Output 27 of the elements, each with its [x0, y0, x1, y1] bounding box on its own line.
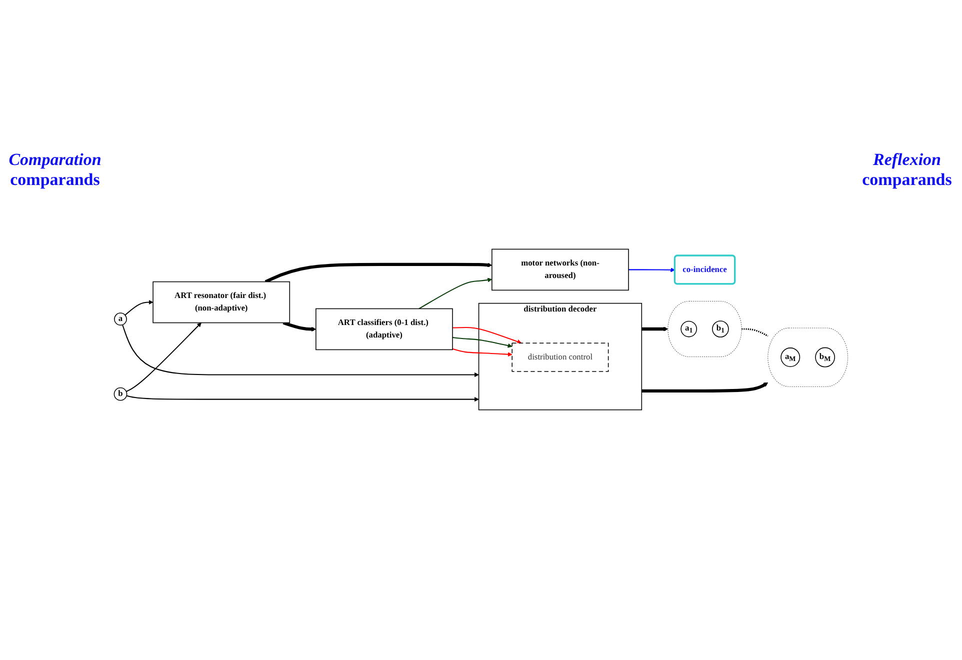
node-circle: b$_{M}$	[815, 348, 836, 368]
arrow	[452, 337, 512, 348]
node-circle: b	[114, 388, 128, 402]
node-circle: a$_{M}$	[780, 348, 800, 368]
node-box: distribution control	[512, 343, 609, 372]
arrow	[452, 327, 522, 344]
arrow	[264, 263, 492, 284]
connector	[742, 328, 768, 338]
arrow	[126, 396, 479, 402]
group-heading: Reflexion comparands	[861, 150, 953, 190]
node-box: motor networks (non-aroused)	[492, 249, 629, 292]
node-circle: a$_{1}$	[680, 321, 698, 338]
group-heading: Comparation comparands	[8, 150, 102, 190]
node-box: ART classifiers (0-1 dist.) (adaptive)	[316, 308, 453, 351]
arrow	[642, 382, 768, 393]
arrow	[418, 278, 492, 310]
arrow	[126, 323, 202, 392]
arrow	[282, 322, 316, 332]
arrow	[628, 268, 676, 273]
cluster	[768, 328, 848, 388]
node-circle: b$_{1}$	[712, 321, 729, 338]
arrow	[124, 300, 154, 316]
node-circle: a	[114, 313, 127, 326]
node-box: ART resonator (fair dist.) (non-adaptive)	[152, 282, 290, 324]
arrow	[452, 348, 512, 358]
arrow	[122, 325, 479, 378]
arrow	[642, 327, 668, 332]
